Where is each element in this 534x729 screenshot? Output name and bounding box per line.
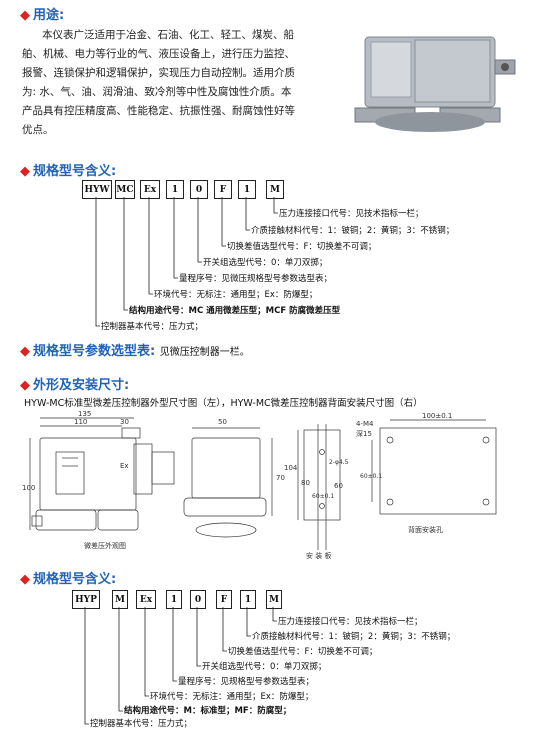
- fig-caption-holes: 背面安装孔: [408, 525, 443, 534]
- usage-line: 报警、连锁保护和逻辑保护，实现压力自动控制。适用介质: [22, 67, 295, 79]
- dim-70: 70: [276, 474, 285, 482]
- dim-2-holes: 2-φ4.5: [329, 459, 349, 466]
- code-label: 环境代号：无标注：通用型；Ex：防爆型；: [154, 290, 318, 300]
- code-box: F: [216, 590, 232, 609]
- code-box: HYP: [72, 590, 100, 609]
- dimensions-caption: HYW-MC标准型微差压控制器外型尺寸图（左），HYW-MC微差压控制器背面安装…: [24, 398, 423, 409]
- usage-line: 产品具有控压精度高、性能稳定、抗振性强、耐腐蚀性好等: [22, 105, 295, 117]
- code-box: M: [266, 590, 282, 609]
- code-label: 环境代号：无标注：通用型；Ex：防爆型；: [150, 692, 314, 702]
- code-box: 1: [238, 180, 256, 199]
- usage-line: 舶、机械、电力等行业的气、液压设备上，进行压力监控、: [22, 48, 295, 60]
- code-label: 切换差值选型代号：F：切换差不可调；: [227, 242, 377, 252]
- code-box: 1: [166, 590, 182, 609]
- usage-paragraph: 本仪表广泛适用于冶金、石油、化工、轻工、煤炭、船 舶、机械、电力等行业的气、液压…: [22, 26, 342, 140]
- code-label: 控制器基本代号：压力式；: [101, 322, 204, 332]
- product-photo: [345, 22, 525, 142]
- usage-line: 为: 水、气、油、润滑油、致冷剂等中性及腐蚀性介质。本: [22, 86, 292, 98]
- code-label: 量程序号：见规格型号参数选型表；: [178, 677, 315, 687]
- code-label: 量程序号：见微压规格型号参数选型表；: [179, 274, 333, 284]
- code-label: 结构用途代号：MC 通用微差压型；MCF 防腐微差压型: [129, 306, 341, 316]
- dim-60-tol-b: 60±0.1: [360, 473, 382, 480]
- code-box: 0: [190, 590, 206, 609]
- code-label: 控制器基本代号：压力式；: [90, 719, 193, 729]
- code-label: 结构用途代号：M：标准型；MF：防腐型；: [124, 706, 292, 716]
- code-label: 压力连接接口代号：见技术指标一栏；: [278, 617, 423, 627]
- dim-110: 110: [74, 418, 87, 426]
- code-label: 压力连接接口代号：见技术指标一栏；: [279, 209, 424, 219]
- model-meaning-heading-2: ◆规格型号含义:: [20, 572, 117, 587]
- dim-60-tol: 60±0.1: [312, 493, 334, 500]
- dim-depth-15: 深15: [356, 429, 372, 438]
- dim-80: 80: [301, 479, 310, 487]
- code-box: MC: [115, 180, 135, 199]
- arrow-icon: ◆: [20, 572, 30, 587]
- fig-caption-exterior: 微差压外观图: [84, 541, 126, 550]
- param-table-heading: ◆规格型号参数选型表: 见微压控制器一栏。: [20, 344, 250, 359]
- code-box: 1: [240, 590, 256, 609]
- code-label: 开关组选型代号：0：单刀双掷；: [203, 258, 328, 268]
- code-box: Ex: [136, 590, 156, 609]
- model-meaning-heading: ◆规格型号含义:: [20, 164, 117, 179]
- dim-60: 60: [334, 482, 343, 490]
- usage-line: 本仪表广泛适用于冶金、石油、化工、轻工、煤炭、船: [42, 29, 294, 41]
- dim-135: 135: [78, 410, 91, 418]
- dim-4m4: 4-M4: [356, 420, 374, 428]
- ex-mark: Ex: [120, 462, 129, 470]
- code-box: HYW: [82, 180, 112, 199]
- code-label: 介质接触材料代号：1：铍铜；2：黄铜；3：不锈钢；: [252, 632, 456, 642]
- dimension-drawings: 135 110 30 50 100 70 104 80 60±0.1 2-φ4.…: [22, 410, 497, 560]
- arrow-icon: ◆: [20, 378, 30, 393]
- dim-30: 30: [120, 418, 129, 426]
- param-table-note: 见微压控制器一栏。: [159, 347, 250, 358]
- dimensions-heading: ◆外形及安装尺寸:: [20, 378, 130, 393]
- fig-caption-plate: 安 装 板: [306, 551, 331, 560]
- code-box: Ex: [140, 180, 160, 199]
- code-box: M: [112, 590, 128, 609]
- usage-line: 优点。: [22, 124, 54, 136]
- dim-50: 50: [218, 418, 227, 426]
- dim-100-tol: 100±0.1: [422, 412, 452, 420]
- code-label: 介质接触材料代号：1：铍铜；2：黄铜；3：不锈钢；: [251, 226, 455, 236]
- arrow-icon: ◆: [20, 8, 30, 23]
- code-label: 切换差值选型代号：F：切换差不可调；: [228, 647, 378, 657]
- arrow-icon: ◆: [20, 344, 30, 359]
- dim-104: 104: [284, 464, 298, 472]
- code-box: 1: [166, 180, 184, 199]
- code-box: M: [266, 180, 284, 199]
- code-box: 0: [190, 180, 208, 199]
- code-label: 开关组选型代号：0：单刀双掷；: [202, 662, 327, 672]
- usage-heading: ◆用途:: [20, 8, 65, 23]
- arrow-icon: ◆: [20, 164, 30, 179]
- dim-100: 100: [22, 484, 35, 492]
- code-box: F: [214, 180, 232, 199]
